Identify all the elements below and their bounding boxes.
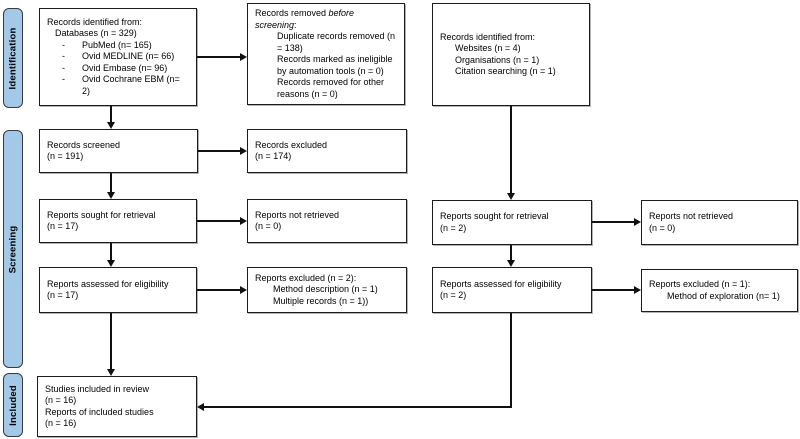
box-line: Databases (n = 329) — [55, 28, 137, 39]
box-line: Method description (n = 1) — [273, 284, 378, 295]
bullet-text: Ovid Embase (n= 96) — [82, 62, 168, 73]
connector-assessed-other-to-included-horizontal — [204, 406, 512, 408]
bullet-item: - PubMed (n= 165) — [62, 40, 189, 52]
box-reports-sought-other: Reports sought for retrieval (n = 2) — [432, 200, 592, 245]
bullet-dash: - — [62, 51, 65, 62]
arrowhead-down-icon — [107, 369, 115, 376]
arrowhead-down-icon — [107, 122, 115, 129]
box-reports-sought-databases: Reports sought for retrieval (n = 17) — [39, 199, 197, 243]
box-line: Citation searching (n = 1) — [455, 66, 556, 76]
box-reports-not-retrieved-databases: Reports not retrieved (n = 0) — [247, 199, 407, 243]
connector-screened-to-sought — [110, 173, 112, 193]
box-records-screened: Records screened (n = 191) — [39, 129, 198, 173]
box-line: Records marked as ineligible by automati… — [277, 54, 393, 76]
phase-label-included: Included — [7, 384, 19, 426]
box-title: Reports excluded (n = 1): — [649, 279, 751, 289]
bullet-dash: - — [62, 74, 65, 85]
box-title: Records screened — [47, 139, 121, 150]
box-title: Records identified from: — [47, 16, 143, 27]
title-italic: before screening — [255, 8, 355, 30]
box-title: Reports sought for retrieval — [440, 211, 549, 221]
box-line: Organisations (n = 1) — [455, 54, 540, 65]
bullet-dash: - — [62, 39, 65, 50]
connector-otheridentified-to-sought — [510, 106, 512, 194]
box-line: Multiple records (n = 1)) — [273, 295, 369, 306]
bullet-item: - Ovid Embase (n= 96) — [62, 63, 189, 75]
connector-sought-to-assessed-db — [110, 243, 112, 261]
box-reports-not-retrieved-other: Reports not retrieved (n = 0) — [641, 200, 798, 245]
connector-assessed-to-excluded-db — [197, 289, 241, 291]
box-records-identified-other: Records identified from: Websites (n = 4… — [432, 3, 590, 106]
arrowhead-right-icon — [634, 286, 641, 294]
phase-label-screening: Screening — [7, 225, 19, 273]
box-reports-assessed-other: Reports assessed for eligibility (n = 2) — [432, 267, 592, 313]
bullet-item: - Ovid Cochrane EBM (n= 2) — [62, 74, 189, 97]
connector-assessed-to-included — [110, 313, 112, 370]
box-reports-excluded-other: Reports excluded (n = 1): Method of expl… — [641, 269, 798, 312]
box-studies-included: Studies included in review (n = 16) Repo… — [37, 376, 197, 437]
box-title: Reports assessed for eligibility — [47, 278, 169, 289]
box-count: (n = 17) — [47, 290, 79, 300]
box-line: Records removed for other reasons (n = 0… — [277, 77, 385, 99]
connector-sought-to-notretrieved-other — [592, 221, 635, 223]
box-records-removed-before-screening: Records removed before screening: Duplic… — [247, 3, 405, 105]
arrowhead-left-icon — [197, 403, 204, 411]
box-count: (n = 191) — [47, 151, 84, 161]
box-line: Method of exploration (n= 1) — [667, 290, 780, 301]
box-count: (n = 16) — [45, 395, 77, 405]
box-title: Reports not retrieved — [649, 211, 734, 221]
box-records-excluded: Records excluded (n = 174) — [247, 129, 407, 173]
phase-label-identification: Identification — [7, 27, 19, 89]
arrowhead-right-icon — [240, 286, 247, 294]
connector-sought-to-assessed-other — [510, 245, 512, 261]
box-title: Reports excluded (n = 2): — [255, 272, 357, 283]
bullet-text: Ovid Cochrane EBM (n= 2) — [82, 74, 180, 96]
box-title: Records removed before screening: — [255, 8, 397, 31]
arrowhead-down-icon — [507, 260, 515, 267]
title-suffix: : — [294, 19, 297, 30]
connector-assessed-to-excluded-other — [592, 289, 635, 291]
phase-bar-included: Included — [3, 373, 23, 437]
box-count: (n = 0) — [649, 222, 676, 233]
bullet-dash: - — [62, 62, 65, 73]
bullet-text: Ovid MEDLINE (n= 66) — [82, 51, 175, 62]
box-line: Duplicate records removed (n = 138) — [277, 31, 396, 53]
arrowhead-right-icon — [240, 147, 247, 155]
connector-sought-to-notretrieved-db — [197, 220, 241, 222]
box-count: (n = 0) — [255, 221, 282, 231]
box-title: Reports of included studies — [45, 406, 154, 417]
box-title: Records identified from: — [440, 31, 536, 42]
box-count: (n = 17) — [47, 221, 79, 231]
box-records-identified-databases: Records identified from: Databases (n = … — [39, 8, 197, 106]
box-count: (n = 2) — [440, 222, 467, 233]
box-title: Reports sought for retrieval — [47, 209, 156, 220]
connector-identified-to-removed — [197, 56, 241, 58]
box-title: Reports not retrieved — [255, 209, 340, 220]
box-title: Studies included in review — [45, 383, 150, 394]
arrowhead-right-icon — [240, 217, 247, 225]
box-line: Websites (n = 4) — [455, 43, 521, 53]
box-title: Records excluded — [255, 139, 328, 150]
box-reports-assessed-databases: Reports assessed for eligibility (n = 17… — [39, 267, 197, 313]
arrowhead-right-icon — [240, 53, 247, 61]
box-title: Reports assessed for eligibility — [440, 278, 562, 289]
phase-bar-screening: Screening — [3, 130, 23, 368]
bullet-text: PubMed (n= 165) — [82, 39, 152, 50]
connector-assessed-other-to-included-vertical — [510, 313, 512, 408]
arrowhead-down-icon — [507, 193, 515, 200]
arrowhead-right-icon — [634, 218, 641, 226]
arrowhead-down-icon — [107, 260, 115, 267]
box-reports-excluded-databases: Reports excluded (n = 2): Method descrip… — [247, 267, 407, 313]
box-count: (n = 174) — [255, 151, 292, 161]
box-count: (n = 2) — [440, 290, 467, 300]
bullet-item: - Ovid MEDLINE (n= 66) — [62, 51, 189, 63]
phase-bar-identification: Identification — [3, 8, 23, 108]
arrowhead-down-icon — [107, 192, 115, 199]
title-prefix: Records removed — [255, 8, 329, 18]
connector-identified-to-screened — [110, 106, 112, 123]
connector-screened-to-excluded — [198, 150, 241, 152]
box-count: (n = 16) — [45, 418, 77, 428]
